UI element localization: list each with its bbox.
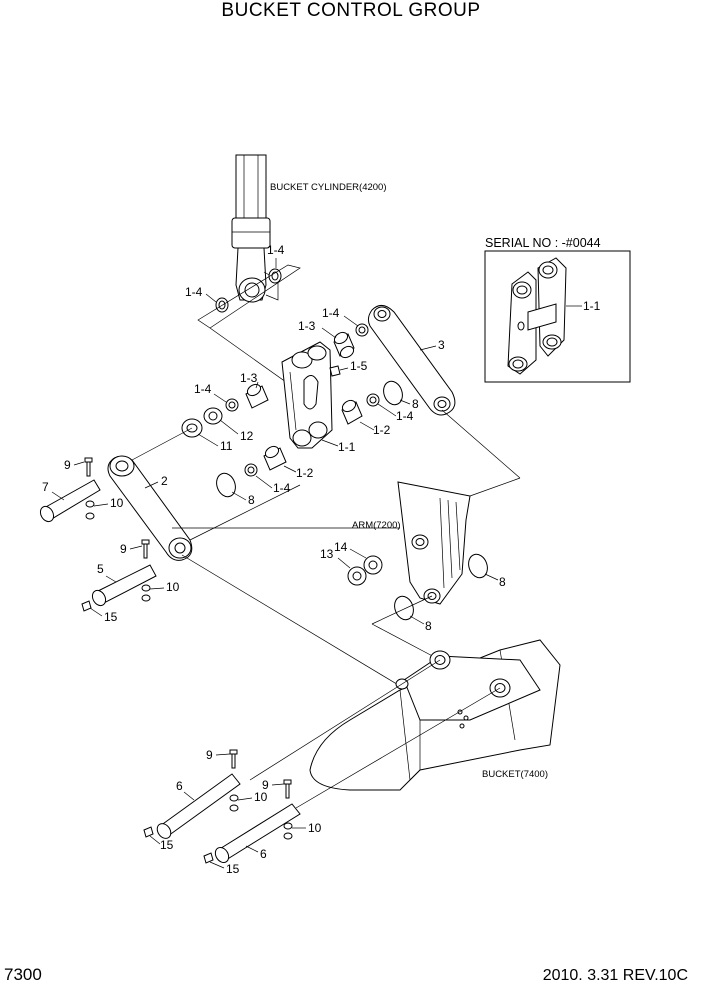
callout-8: 8 [499, 575, 506, 589]
callout-10: 10 [254, 790, 268, 804]
bucket-cylinder [231, 154, 279, 303]
grease-fitting-15-c [203, 852, 214, 864]
o-ring-8-lower [216, 472, 236, 498]
callout-1-4: 1-4 [194, 382, 212, 396]
callout-8: 8 [425, 619, 432, 633]
callout-11: 11 [220, 439, 233, 453]
shim-12 [203, 407, 223, 425]
caption-arm: ARM(7200) [352, 520, 401, 531]
bushing-1-3-left [245, 383, 269, 409]
shim-13 [347, 566, 367, 586]
callout-15: 15 [160, 838, 174, 852]
callout-6: 6 [260, 847, 267, 861]
callout-1-1-inset: 1-1 [583, 299, 601, 313]
grease-fitting-15-a [81, 600, 92, 612]
callout-1-3: 1-3 [240, 371, 258, 385]
callout-5: 5 [97, 562, 104, 576]
bucket [309, 639, 561, 791]
callout-7: 7 [42, 480, 49, 494]
serial-number-label: SERIAL NO : -#0044 [485, 236, 601, 250]
washer-1-4-low [244, 463, 258, 477]
callout-14: 14 [334, 540, 348, 554]
pin-5 [91, 564, 157, 607]
callout-3: 3 [438, 338, 445, 352]
link-3 [367, 305, 456, 416]
callout-6: 6 [176, 779, 183, 793]
callout-10: 10 [308, 821, 322, 835]
pin-7 [39, 479, 101, 523]
callout-12: 12 [240, 429, 254, 443]
callout-9: 9 [64, 458, 71, 472]
washer-1-4-top [355, 323, 369, 337]
callout-1-4: 1-4 [273, 481, 291, 495]
callout-1-4: 1-4 [322, 306, 340, 320]
callout-1-2: 1-2 [296, 466, 314, 480]
nut-10-c [229, 794, 239, 812]
callout-2: 2 [161, 474, 168, 488]
page-number: 7300 [4, 965, 42, 984]
grease-fitting-1-5 [329, 365, 341, 377]
washer-1-4-left [225, 398, 239, 412]
callout-15: 15 [226, 862, 240, 876]
callout-1-4: 1-4 [185, 285, 203, 299]
nut-10-a [85, 500, 95, 520]
bushing-1-3-top [333, 331, 355, 359]
callout-9: 9 [262, 778, 269, 792]
o-ring-8-link [383, 380, 403, 406]
washer-1-4-link [366, 393, 380, 407]
pin-6-b [214, 803, 301, 863]
callout-10: 10 [166, 580, 180, 594]
nut-10-d [283, 822, 293, 840]
rocker-1-1-inset [507, 257, 567, 375]
callout-1-1: 1-1 [338, 440, 356, 454]
callout-1-3: 1-3 [298, 319, 316, 333]
callout-13: 13 [320, 547, 334, 561]
link-2 [107, 455, 193, 561]
revision-stamp: 2010. 3.31 REV.10C [542, 967, 688, 984]
callout-1-4: 1-4 [267, 243, 285, 257]
callout-8: 8 [412, 397, 419, 411]
rocker-1-1 [281, 341, 333, 449]
callout-9: 9 [120, 542, 127, 556]
o-ring-8-arm [468, 553, 488, 579]
shim-14 [363, 555, 383, 575]
bolt-9-b [141, 539, 150, 559]
page-title: BUCKET CONTROL GROUP [221, 0, 481, 21]
pin-6-a [156, 773, 241, 839]
callout-1-5: 1-5 [350, 359, 368, 373]
bolt-9-a [84, 457, 93, 477]
callout-15: 15 [104, 610, 118, 624]
callout-8: 8 [248, 493, 255, 507]
grease-fitting-15-b [143, 826, 154, 838]
washer-1-4-cylinder-right [268, 268, 282, 284]
bushing-1-2-low [263, 445, 287, 471]
bolt-9-c [229, 749, 238, 769]
bushing-1-2-mid [341, 399, 363, 425]
caption-bucket: BUCKET(7400) [482, 769, 548, 780]
callout-1-2: 1-2 [373, 423, 391, 437]
caption-bucket-cylinder: BUCKET CYLINDER(4200) [270, 182, 387, 193]
nut-10-b [141, 584, 151, 602]
arm-tip [397, 481, 471, 605]
callout-9: 9 [206, 748, 213, 762]
o-ring-8-arm-low [394, 595, 414, 621]
callout-1-4: 1-4 [396, 409, 414, 423]
bolt-9-d [283, 779, 292, 799]
callout-10: 10 [110, 496, 124, 510]
